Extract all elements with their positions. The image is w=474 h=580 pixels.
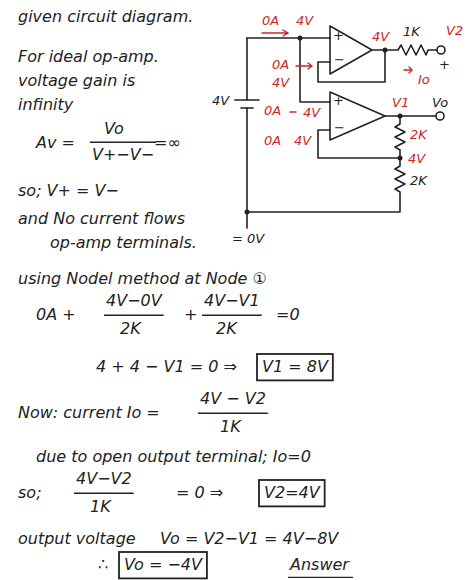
handwritten-text: and No current flows: [18, 210, 185, 228]
circuit-label: −: [334, 53, 345, 68]
handwritten-text: V1 = 8V: [262, 358, 328, 376]
handwritten-text: using Nodel method at Node ①: [18, 270, 267, 288]
handwritten-text: ∴: [98, 556, 108, 574]
handwritten-text: 2K: [216, 320, 237, 338]
wire: [385, 115, 436, 117]
junction-dot: [398, 156, 403, 161]
circuit-label: +: [333, 94, 344, 109]
handwritten-text: 0A +: [36, 306, 76, 324]
junction-dot: [383, 48, 388, 53]
handwritten-text: 2K: [120, 320, 141, 338]
op-amp-symbol: [330, 92, 385, 140]
circuit-label: +: [333, 29, 344, 44]
circuit-label: 1K: [403, 25, 420, 40]
handwritten-text: given circuit diagram.: [18, 8, 193, 26]
wire: [300, 38, 330, 102]
handwritten-text: 4 + 4 − V1 = 0 ⇒: [96, 358, 237, 376]
terminal: [436, 112, 444, 120]
underline: [288, 577, 353, 578]
handwritten-text: output voltage: [18, 530, 136, 548]
answer-box: [257, 354, 333, 380]
handwritten-text: infinity: [18, 96, 73, 114]
handwritten-text: 1K: [90, 498, 111, 516]
op-amp-symbol: [330, 26, 372, 74]
handwritten-text: 1K: [220, 418, 241, 436]
terminal: [437, 46, 445, 54]
circuit-label: 4V: [212, 94, 229, 109]
circuit-label: 2K: [410, 174, 427, 189]
circuit-label: 4V: [296, 14, 313, 29]
handwritten-text: Vo = −4V: [124, 556, 202, 574]
handwritten-text: so; V+ = V−: [18, 182, 119, 200]
circuit-label: V1: [392, 96, 409, 111]
handwritten-text: op-amp terminals.: [50, 234, 197, 252]
junction-dot: [245, 210, 250, 215]
handwritten-text: 4V−V2: [76, 470, 132, 488]
handwritten-text: V+−V−: [92, 146, 154, 164]
fraction-bar: [202, 314, 262, 315]
resistor-symbol: [372, 45, 437, 55]
fraction-bar: [74, 492, 134, 493]
handwritten-text: Vo = V2−V1 = 4V−8V: [160, 530, 338, 548]
handwritten-text: Vo: [104, 120, 124, 138]
wire: [247, 37, 330, 39]
circuit-label: 4V: [294, 134, 311, 149]
circuit-label: Io: [418, 73, 430, 88]
circuit-label: 2K: [410, 128, 427, 143]
handwritten-text: Now: current Io =: [18, 404, 160, 422]
circuit-label: 4V: [372, 30, 389, 45]
current-arrow: [290, 111, 296, 112]
circuit-label: 4V: [272, 76, 289, 91]
handwritten-text: = 0 ⇒: [176, 484, 223, 502]
circuit-label: +: [439, 58, 450, 73]
junction-dot: [398, 114, 403, 119]
circuit-label: 0A: [264, 134, 281, 149]
handwritten-text: For ideal op-amp.: [18, 48, 159, 66]
handwritten-text: 4V−V1: [204, 292, 260, 310]
circuit-label: Vo: [432, 96, 448, 111]
handwritten-text: voltage gain is: [18, 72, 135, 90]
circuit-label: 4V: [408, 152, 425, 167]
answer-box: [119, 552, 207, 578]
current-arrow: [296, 63, 312, 69]
wire: [318, 130, 400, 158]
handwritten-text: Answer: [290, 556, 349, 574]
junction-dot: [298, 36, 303, 41]
handwritten-text: due to open output terminal; Io=0: [36, 448, 311, 466]
circuit-label: 0A: [262, 14, 279, 29]
handwritten-text: =0: [276, 306, 300, 324]
circuit-label: 0A: [272, 58, 289, 73]
current-arrow: [404, 67, 412, 73]
handwritten-text: so;: [18, 484, 42, 502]
current-arrow: [262, 30, 288, 36]
fraction-bar: [90, 141, 156, 142]
handwritten-text: Av =: [36, 134, 75, 152]
handwritten-text: 4V − V2: [200, 390, 266, 408]
circuit-label: 0A: [264, 104, 281, 119]
handwritten-text: 4V−0V: [106, 292, 162, 310]
answer-box: [259, 480, 325, 506]
handwritten-text: V2=4V: [264, 484, 320, 502]
wire: [246, 38, 248, 100]
fraction-bar: [104, 314, 164, 315]
resistor-symbol: [247, 116, 405, 212]
fraction-bar: [198, 412, 268, 413]
wire: [318, 50, 385, 82]
circuit-label: −: [334, 121, 345, 136]
circuit-label: V2: [446, 24, 463, 39]
handwritten-text: +: [184, 306, 197, 324]
handwritten-text: =∞: [154, 134, 181, 152]
circuit-label: = 0V: [232, 232, 264, 247]
battery-symbol: [235, 99, 259, 101]
circuit-label: 4V: [303, 106, 320, 121]
